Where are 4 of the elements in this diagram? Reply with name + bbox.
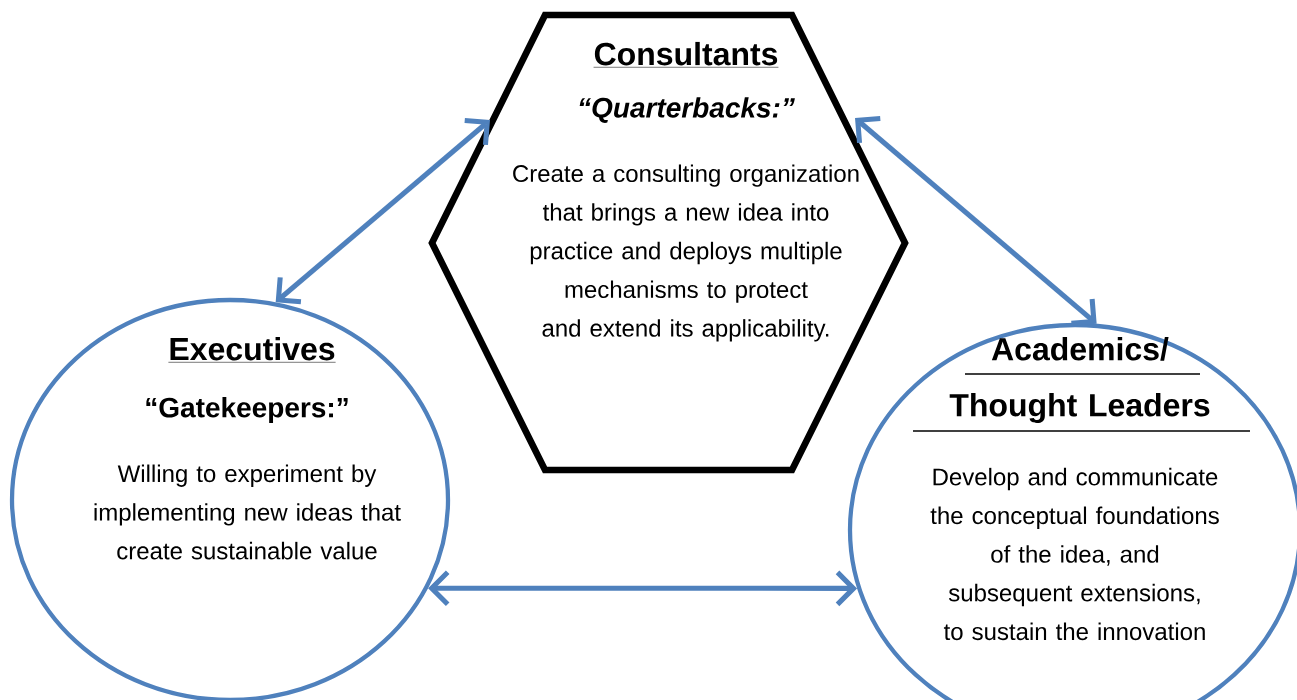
double-arrow xyxy=(855,116,1097,326)
double-arrow xyxy=(428,570,858,607)
double-arrow xyxy=(275,117,490,305)
hexagon: Consultants “Quarterbacks:” Create a consulting organization that brings a new idea into practice and deploys multiple mechanisms to protect and extend its applicability. xyxy=(428,11,909,474)
